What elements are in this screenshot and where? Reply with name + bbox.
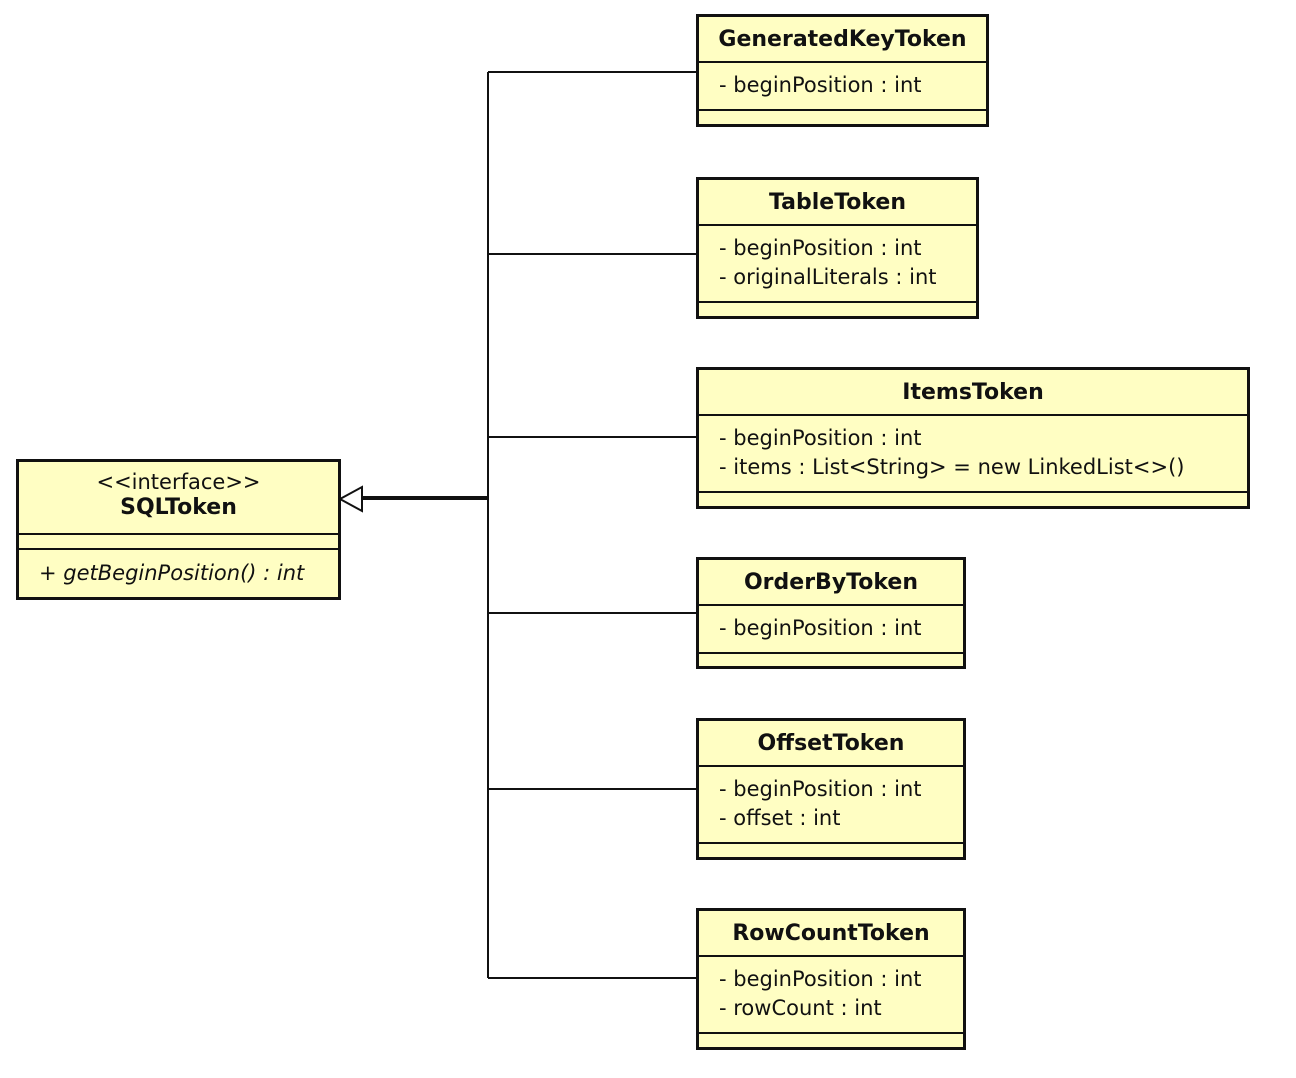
attribute-item: - beginPosition : int bbox=[719, 777, 922, 801]
class-itemstoken[interactable]: ItemsToken - beginPosition : int - items… bbox=[696, 367, 1250, 509]
class-offsettoken[interactable]: OffsetToken - beginPosition : int - offs… bbox=[696, 718, 966, 860]
interface-sqltoken[interactable]: <<interface>> SQLToken + getBeginPositio… bbox=[16, 459, 341, 600]
class-name: ItemsToken bbox=[902, 380, 1044, 405]
class-rowcounttoken[interactable]: RowCountToken - beginPosition : int - ro… bbox=[696, 908, 966, 1050]
attribute-item: - originalLiterals : int bbox=[719, 265, 937, 289]
class-name: TableToken bbox=[768, 190, 907, 215]
class-tabletoken[interactable]: TableToken - beginPosition : int - origi… bbox=[696, 177, 979, 319]
interface-name: SQLToken bbox=[120, 495, 237, 520]
operation-section: + getBeginPosition() : int bbox=[19, 550, 338, 588]
attribute-item: - beginPosition : int bbox=[719, 426, 922, 450]
attribute-item: - rowCount : int bbox=[719, 996, 882, 1020]
attribute-section: - beginPosition : int - rowCount : int bbox=[699, 957, 963, 1034]
attribute-section bbox=[19, 535, 338, 550]
attribute-item: - beginPosition : int bbox=[719, 967, 922, 991]
class-header: ItemsToken bbox=[699, 370, 1247, 416]
attribute-item: - beginPosition : int bbox=[719, 236, 922, 260]
attribute-section: - beginPosition : int - items : List<Str… bbox=[699, 416, 1247, 493]
class-header: TableToken bbox=[699, 180, 976, 226]
attribute-section: - beginPosition : int bbox=[699, 63, 986, 111]
interface-header: <<interface>> SQLToken bbox=[19, 462, 338, 535]
attribute-section: - beginPosition : int - originalLiterals… bbox=[699, 226, 976, 303]
class-header: GeneratedKeyToken bbox=[699, 17, 986, 63]
class-header: OrderByToken bbox=[699, 560, 963, 606]
class-generatedkeytoken[interactable]: GeneratedKeyToken - beginPosition : int bbox=[696, 14, 989, 127]
attribute-item: - offset : int bbox=[719, 806, 841, 830]
attribute-section: - beginPosition : int bbox=[699, 606, 963, 654]
class-name: OrderByToken bbox=[743, 570, 918, 595]
attribute-item: - items : List<String> = new LinkedList<… bbox=[719, 455, 1185, 479]
class-name: OffsetToken bbox=[757, 731, 905, 756]
class-orderbytoken[interactable]: OrderByToken - beginPosition : int bbox=[696, 557, 966, 669]
realization-arrowhead bbox=[337, 485, 363, 513]
class-header: RowCountToken bbox=[699, 911, 963, 957]
class-name: GeneratedKeyToken bbox=[718, 27, 967, 52]
class-name: RowCountToken bbox=[732, 921, 930, 946]
stereotype-label: <<interface>> bbox=[96, 470, 261, 494]
attribute-item: - beginPosition : int bbox=[719, 73, 922, 97]
attribute-item: - beginPosition : int bbox=[719, 616, 922, 640]
operation-item: + getBeginPosition() : int bbox=[39, 561, 305, 585]
attribute-section: - beginPosition : int - offset : int bbox=[699, 767, 963, 844]
class-header: OffsetToken bbox=[699, 721, 963, 767]
